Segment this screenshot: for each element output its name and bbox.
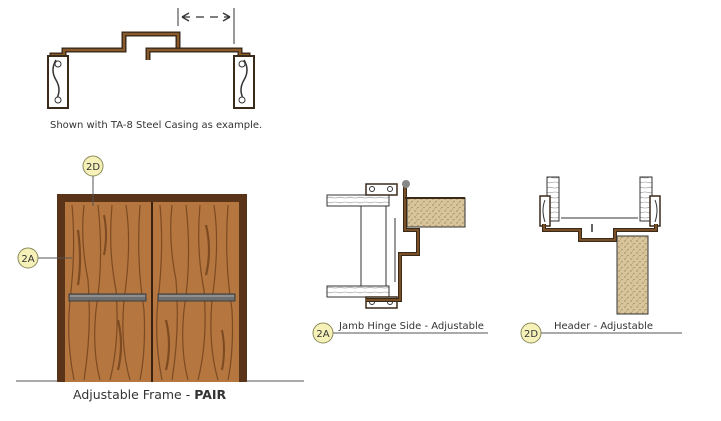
arrow-head-left xyxy=(181,12,190,22)
jamb-caption: Jamb Hinge Side - Adjustable xyxy=(338,321,484,332)
casing-right-screw-top xyxy=(238,60,246,68)
frame-profile-outer xyxy=(49,31,181,106)
tag-2d-door xyxy=(82,155,104,177)
main-title-bold: PAIR xyxy=(194,387,226,402)
casing-right xyxy=(233,55,255,109)
header-caption: Header - Adjustable xyxy=(554,321,653,332)
push-bar-right xyxy=(157,293,236,302)
casing-profile-diagram: Shown with TA-8 Steel Casing as example. xyxy=(47,8,262,131)
casing-bottom xyxy=(365,296,398,309)
pair-door-elevation: 2D 2A Adjustable Frame - PAIR xyxy=(16,155,304,402)
caption-top: Shown with TA-8 Steel Casing as example. xyxy=(50,120,262,131)
main-title: Adjustable Frame - PAIR xyxy=(73,387,227,402)
casing-left-clip xyxy=(52,59,60,101)
hinge-pin xyxy=(402,180,410,188)
casing-right-screw-bottom xyxy=(238,96,246,104)
tag-2a-section xyxy=(312,322,334,344)
jamb-hinge-section: 2A Jamb Hinge Side - Adjustable xyxy=(312,180,488,344)
tag-2a-door-label: 2A xyxy=(21,254,34,265)
header-section: 2D Header - Adjustable xyxy=(520,176,682,344)
tag-2d-door-label: 2D xyxy=(86,162,100,173)
arrow-head-right xyxy=(222,12,231,22)
drywall-panel xyxy=(406,197,466,228)
push-bar-left xyxy=(68,293,147,302)
casing-right-clip xyxy=(240,59,248,101)
stud-bottom xyxy=(326,285,390,298)
main-title-prefix: Adjustable Frame - xyxy=(73,387,194,402)
frame-profile-inner xyxy=(50,32,180,106)
tag-2a-section-label: 2A xyxy=(316,329,329,340)
door-slab-section xyxy=(616,235,649,315)
tag-2d-section-label: 2D xyxy=(524,329,538,340)
casing-left-screw-top xyxy=(54,60,62,68)
tag-2d-section xyxy=(520,322,542,344)
door-leaf-right xyxy=(153,202,239,382)
casing-left-screw-bottom xyxy=(54,96,62,104)
casing-top xyxy=(365,183,398,196)
door-leaf-left xyxy=(65,202,151,382)
tag-2a-door xyxy=(17,247,39,269)
stud-top xyxy=(326,194,390,207)
